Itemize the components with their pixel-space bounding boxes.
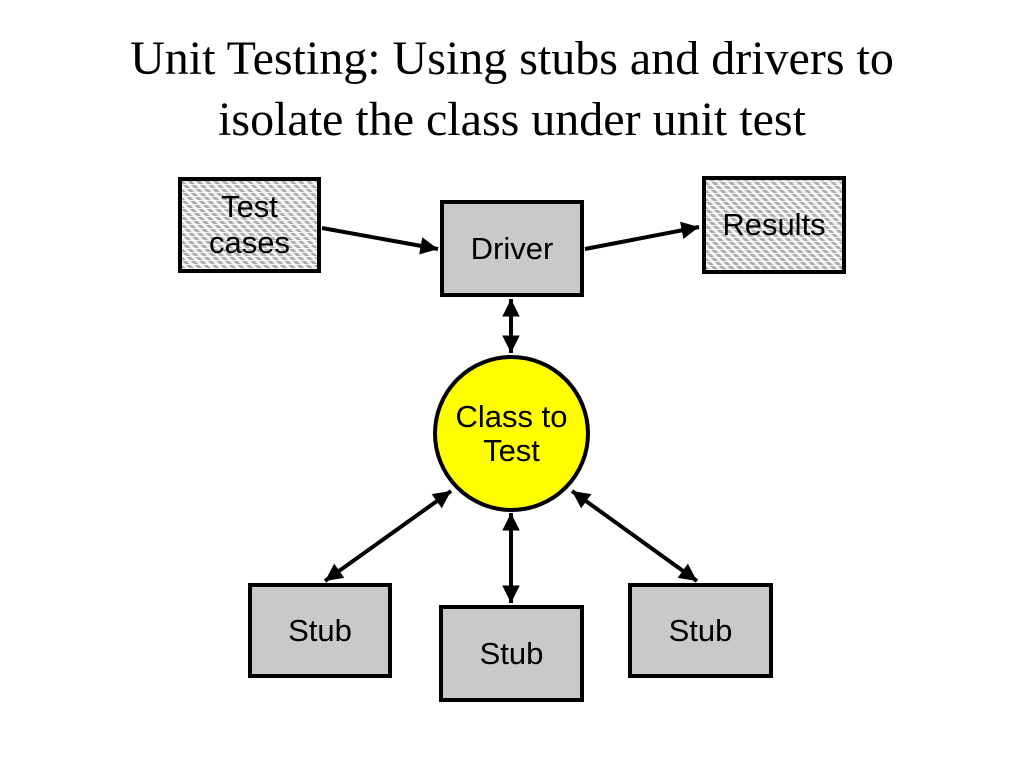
node-driver: Driver [440,200,584,297]
node-test-cases-label-line-2: cases [209,225,290,260]
node-stub-middle: Stub [439,605,584,702]
node-stub-left: Stub [248,583,392,678]
slide-title-line-1: Unit Testing: Using stubs and drivers to [130,32,894,85]
arrow-test-cases-to-driver [321,226,439,255]
node-stub-left-label: Stub [288,612,352,648]
node-results: Results [702,176,846,274]
slide-title-line-2: isolate the class under unit test [218,93,806,146]
node-test-cases-label-line-1: Test [221,189,278,224]
node-class-to-test-label-line-1: Class to [455,398,568,434]
slide-title: Unit Testing: Using stubs and drivers to… [0,28,1024,150]
arrow-class-to-test-stub-right [570,489,699,583]
node-test-cases: Test cases [178,177,321,273]
node-stub-right: Stub [628,583,773,678]
arrow-class-to-test-stub-left [323,489,453,583]
node-stub-middle-label: Stub [479,635,544,671]
arrow-driver-to-results [584,221,700,251]
node-results-label: Results [722,207,826,242]
node-class-to-test-label-line-2: Test [483,432,540,468]
node-driver-label: Driver [470,230,554,266]
node-stub-right-label: Stub [668,612,733,648]
node-class-to-test: Class to Test [433,355,590,512]
